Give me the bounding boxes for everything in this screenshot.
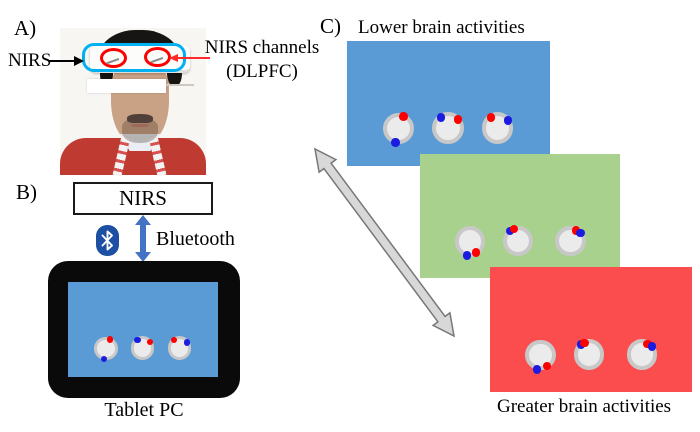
right-arrow-head-icon [74, 55, 84, 66]
blue-marker-dot [183, 339, 191, 346]
blue-marker-dot [647, 342, 657, 351]
nirs-channels-label-line2: (DLPFC) [226, 61, 298, 82]
red-marker-dot [580, 338, 589, 348]
tablet-pc-label: Tablet PC [104, 399, 184, 421]
greater-activity-caption: Greater brain activities [497, 396, 672, 417]
red-marker-dot [542, 361, 551, 371]
blue-marker-dot [576, 228, 585, 238]
stimulus-circle-2 [573, 339, 605, 370]
red-marker-dot [399, 112, 408, 121]
red-pointer-arrow [177, 57, 210, 59]
blue-marker-dot [436, 113, 446, 122]
bluetooth-arrow-down-icon [135, 252, 151, 262]
blue-marker-dot [391, 137, 400, 147]
red-marker-dot [147, 338, 154, 345]
red-marker-dot [106, 336, 113, 343]
stimulus-screen-green [420, 154, 620, 278]
participant-photo [60, 28, 206, 177]
panel-b-label: B) [16, 180, 37, 204]
red-pointer-arrow-head-icon [169, 54, 178, 62]
stimulus-screen-blue [347, 41, 550, 166]
nirs-channels-label-line1: NIRS channels [204, 37, 320, 58]
eye-privacy-bar [87, 79, 166, 93]
red-marker-dot [171, 337, 178, 344]
nirs-device-box: NIRS [73, 182, 213, 215]
red-marker-dot [509, 225, 518, 234]
red-marker-dot [643, 339, 652, 349]
mustache [127, 114, 153, 123]
stimulus-circle-3 [555, 225, 586, 256]
bluetooth-icon [96, 225, 119, 256]
mouth [131, 124, 149, 127]
nirs-box-label: NIRS [119, 186, 167, 210]
blue-marker-dot [533, 365, 542, 374]
stimulus-circle-1 [525, 339, 556, 371]
tablet-screen [68, 282, 218, 377]
bluetooth-arrow-up-icon [135, 215, 151, 225]
bluetooth-label: Bluetooth [156, 228, 235, 250]
stimulus-screen-red [490, 267, 692, 392]
nirs-device-label: NIRS [8, 50, 52, 71]
privacy-bar-line [166, 84, 194, 86]
red-marker-dot [453, 115, 463, 124]
blue-marker-dot [134, 337, 141, 344]
panel-a-label: A) [14, 16, 37, 40]
blue-marker-dot [100, 355, 108, 363]
nirs-channel-marker-left [100, 48, 127, 68]
beard [122, 119, 158, 143]
blue-marker-dot [503, 116, 513, 125]
red-marker-dot [472, 248, 481, 257]
panel-c-label: C) [320, 14, 341, 38]
lower-activity-caption: Lower brain activities [358, 17, 525, 38]
red-marker-dot [571, 226, 581, 235]
bluetooth-link-arrow [140, 224, 146, 253]
blue-marker-dot [462, 251, 471, 260]
right-arrow-icon [49, 60, 76, 62]
nirs-channels-label: NIRS channels (DLPFC) [201, 36, 323, 84]
red-marker-dot [486, 113, 496, 122]
